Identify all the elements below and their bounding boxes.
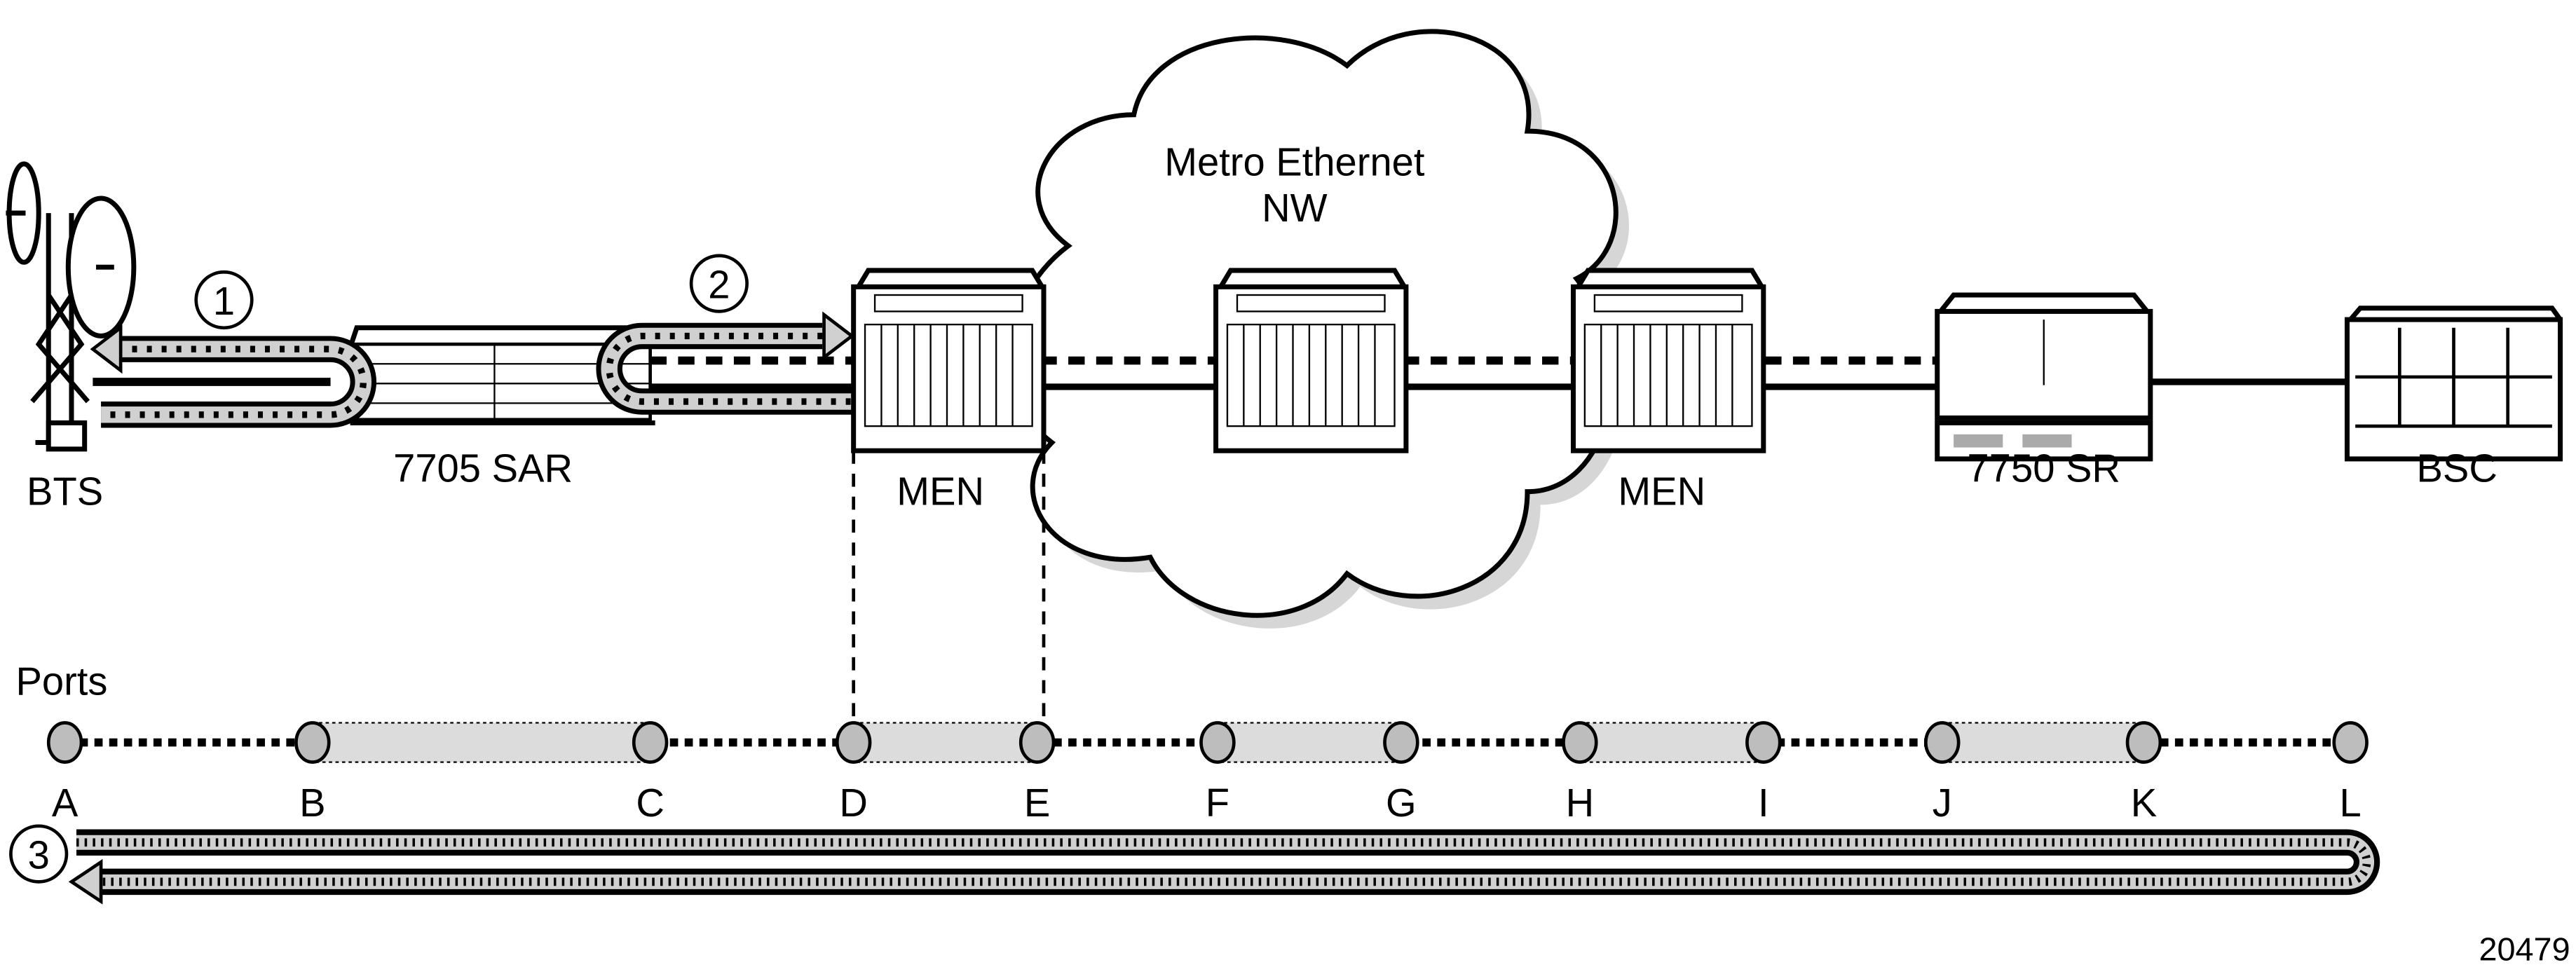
port-label: J xyxy=(1933,781,1952,825)
port-J xyxy=(1924,721,1961,764)
men-1-device-icon xyxy=(851,268,1047,453)
men-1-label: MEN xyxy=(897,469,984,513)
bsc-device-icon xyxy=(2344,306,2563,462)
port-G xyxy=(1383,721,1419,764)
port-cylinder xyxy=(1941,722,2145,763)
port-C xyxy=(632,721,669,764)
port-cylinder xyxy=(311,722,651,763)
port-E xyxy=(1018,721,1056,764)
port-L xyxy=(2332,721,2369,764)
port-label: B xyxy=(299,781,325,825)
men-2-device-icon xyxy=(1570,268,1766,453)
port-label: I xyxy=(1758,781,1769,825)
port-label: H xyxy=(1566,781,1595,825)
cloud-label-line1: Metro Ethernet xyxy=(1164,139,1425,184)
port-label: A xyxy=(52,781,79,825)
figure-id: 20479 xyxy=(2479,931,2570,967)
sr-label: 7750 SR xyxy=(1968,446,2120,491)
port-cylinder xyxy=(1216,722,1403,763)
port-label: L xyxy=(2340,781,2362,825)
callout-3: 3 xyxy=(9,824,69,884)
port-label: C xyxy=(636,781,665,825)
svg-text:1: 1 xyxy=(213,279,235,323)
port-I xyxy=(1745,721,1782,764)
port-label: E xyxy=(1024,781,1050,825)
tunnel-2 xyxy=(596,311,855,415)
men-core-device-icon xyxy=(1213,268,1409,453)
bts-tower-icon xyxy=(6,161,137,452)
ports-title: Ports xyxy=(15,659,107,704)
port-B xyxy=(294,721,331,764)
callout-2: 2 xyxy=(689,254,749,313)
port-cylinder xyxy=(1579,722,1764,763)
port-label: G xyxy=(1386,781,1417,825)
port-F xyxy=(1199,721,1236,764)
cloud-label-line2: NW xyxy=(1262,186,1328,230)
callout-1: 1 xyxy=(194,270,254,330)
bsc-label: BSC xyxy=(2416,446,2497,491)
port-A xyxy=(46,721,83,764)
port-D xyxy=(835,721,872,764)
port-label: D xyxy=(839,781,868,825)
port-cylinder xyxy=(852,722,1038,763)
7750-sr-device-icon xyxy=(1935,292,2153,462)
men-2-label: MEN xyxy=(1618,469,1705,513)
bts-label: BTS xyxy=(27,469,103,513)
svg-text:3: 3 xyxy=(28,833,50,877)
port-label: K xyxy=(2131,781,2157,825)
tunnel-1 xyxy=(90,324,376,428)
tunnel-3 xyxy=(68,829,2380,905)
port-label: F xyxy=(1206,781,1229,825)
port-K xyxy=(2125,721,2162,764)
sar-label: 7705 SAR xyxy=(393,446,573,491)
svg-text:2: 2 xyxy=(708,263,730,307)
port-H xyxy=(1562,721,1598,764)
